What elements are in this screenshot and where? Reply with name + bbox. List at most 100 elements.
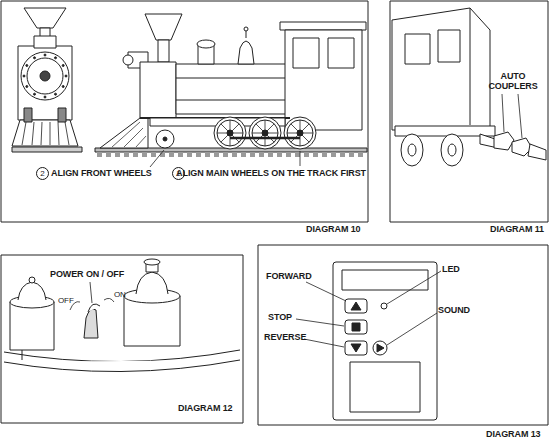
side-view-locomotive	[187, 152, 192, 157]
side-view-locomotive	[145, 14, 182, 40]
leader-line	[90, 282, 92, 303]
remote-control	[333, 262, 437, 420]
coach-and-couplers	[438, 30, 460, 62]
side-view-locomotive	[268, 152, 273, 157]
boiler-top-switch	[88, 304, 100, 312]
side-view-locomotive	[140, 62, 176, 118]
front-view-locomotive	[58, 122, 59, 145]
side-view-locomotive	[244, 27, 248, 31]
side-view-locomotive	[196, 152, 201, 157]
side-view-locomotive	[158, 40, 169, 62]
side-view-locomotive	[328, 38, 354, 68]
side-view-locomotive	[197, 40, 215, 48]
leader-line	[150, 150, 164, 167]
side-view-locomotive	[133, 152, 138, 157]
front-view-locomotive	[21, 52, 69, 100]
part-label: AUTO COUPLERS	[484, 72, 542, 92]
front-view-locomotive	[58, 108, 66, 122]
front-view-locomotive	[34, 57, 36, 59]
side-view-locomotive	[123, 55, 133, 65]
leader-line	[518, 94, 522, 138]
boiler-top-switch	[84, 309, 98, 338]
remote-control	[381, 303, 387, 309]
side-view-locomotive	[214, 152, 219, 157]
boiler-top-switch	[4, 350, 240, 362]
side-view-locomotive	[280, 22, 366, 30]
coach-and-couplers	[470, 8, 471, 125]
boiler-top-switch	[104, 298, 114, 302]
front-view-locomotive	[26, 65, 28, 67]
boiler-top-switch	[18, 282, 46, 300]
side-view-locomotive	[214, 117, 316, 149]
side-view-locomotive	[313, 152, 318, 157]
side-view-locomotive	[358, 152, 363, 157]
leader-line	[304, 339, 344, 347]
diagram-caption: DIAGRAM 12	[178, 404, 233, 414]
instruction-label: ALIGN MAIN WHEELS ON THE TRACK FIRST	[176, 169, 366, 179]
coach-and-couplers	[494, 132, 514, 150]
side-view-locomotive	[163, 137, 167, 141]
side-view-locomotive	[95, 14, 367, 157]
side-view-locomotive	[293, 38, 319, 68]
boiler-top-switch	[10, 302, 54, 350]
front-view-locomotive	[22, 122, 26, 145]
leader-line	[502, 94, 522, 138]
boiler-top-switch	[4, 360, 240, 372]
leader-line	[296, 319, 344, 326]
leader-line	[296, 271, 441, 347]
panel-frame	[1, 255, 243, 423]
leader-line	[90, 282, 92, 303]
front-view-locomotive	[24, 108, 32, 122]
front-view-locomotive	[12, 120, 78, 146]
coach-and-couplers	[448, 144, 456, 156]
front-view-locomotive	[23, 54, 67, 98]
side-view-locomotive	[142, 152, 147, 157]
front-view-locomotive	[32, 122, 34, 145]
panel-frame	[258, 245, 548, 425]
side-view-locomotive	[340, 152, 345, 157]
front-view-locomotive	[55, 57, 57, 59]
part-label: POWER ON / OFF	[50, 270, 124, 280]
front-view-locomotive	[55, 93, 57, 95]
diagram-caption: DIAGRAM 13	[486, 430, 541, 440]
side-view-locomotive	[205, 152, 210, 157]
side-view-locomotive	[223, 152, 228, 157]
remote-control	[351, 302, 361, 310]
side-view-locomotive	[115, 152, 120, 157]
part-label: LED	[442, 265, 460, 275]
side-view-locomotive	[124, 152, 129, 157]
boiler-top-switch	[4, 259, 240, 372]
coach-and-couplers	[401, 134, 423, 166]
front-view-locomotive	[62, 65, 64, 67]
side-view-locomotive	[232, 152, 237, 157]
front-view-locomotive	[26, 86, 28, 88]
coach-and-couplers	[528, 144, 546, 160]
side-view-locomotive	[227, 130, 233, 136]
front-view-locomotive	[34, 36, 56, 48]
button-label: FORWARD	[266, 272, 312, 282]
side-view-locomotive	[214, 117, 246, 149]
remote-control	[352, 323, 360, 331]
side-view-locomotive	[238, 41, 254, 64]
side-view-locomotive	[97, 152, 102, 157]
remote-control	[373, 341, 387, 355]
front-view-locomotive	[34, 93, 36, 95]
side-view-locomotive	[176, 78, 286, 79]
boiler-top-switch	[136, 272, 168, 294]
panel-frame	[390, 1, 548, 222]
diagram-caption: DIAGRAM 10	[306, 225, 361, 235]
front-view-locomotive	[62, 86, 64, 88]
remote-control	[333, 262, 437, 420]
side-view-locomotive	[284, 117, 316, 149]
boiler-top-switch	[22, 350, 23, 360]
side-view-locomotive	[322, 152, 327, 157]
side-view-locomotive	[136, 136, 146, 147]
button-label: SOUND	[438, 306, 470, 316]
leader-line	[387, 271, 441, 304]
side-view-locomotive	[230, 137, 300, 140]
instruction-label: ALIGN FRONT WHEELS	[51, 169, 152, 179]
side-view-locomotive	[287, 120, 313, 146]
leader-line	[150, 150, 300, 167]
side-view-locomotive	[285, 30, 362, 130]
